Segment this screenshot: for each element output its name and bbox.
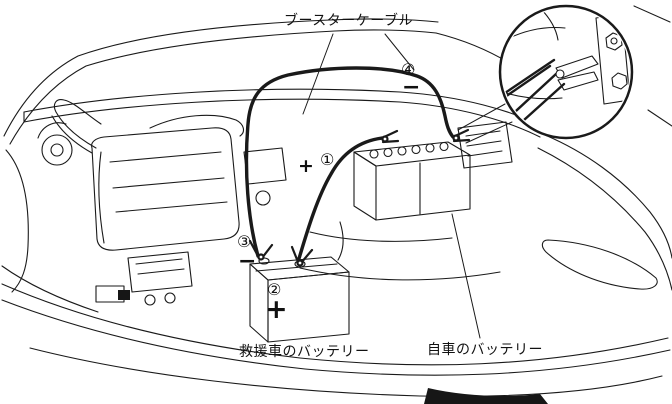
rescue-battery-label: 救援車のバッテリー xyxy=(239,344,370,360)
clamp-rescue-negative xyxy=(248,239,274,261)
step-2-marker: ② xyxy=(267,280,282,299)
leader-lines xyxy=(302,33,513,339)
step-1-marker: ① xyxy=(320,150,335,169)
step-4-marker: ④ xyxy=(401,60,416,79)
clamp-own-battery-positive xyxy=(380,129,400,144)
positive-booster-cable xyxy=(296,136,384,264)
engine-block xyxy=(51,99,501,306)
step-3-marker: ③ xyxy=(237,232,252,251)
booster-cable-label: ブースターケーブル xyxy=(284,13,413,29)
inset-detail-circle xyxy=(498,4,634,140)
negative-booster-cable xyxy=(244,66,455,258)
own-car-battery xyxy=(353,121,513,221)
step-1-plus-sign: + xyxy=(298,155,314,177)
step-4-minus-sign: − xyxy=(402,75,421,100)
step-3-minus-sign: − xyxy=(238,249,257,274)
step-2-plus-sign: + xyxy=(265,294,288,325)
clamp-rescue-positive xyxy=(290,245,314,267)
car-body-outline xyxy=(1,5,672,404)
own-battery-label: 自車のバッテリー xyxy=(427,342,543,358)
clamp-engine-ground xyxy=(451,128,471,143)
